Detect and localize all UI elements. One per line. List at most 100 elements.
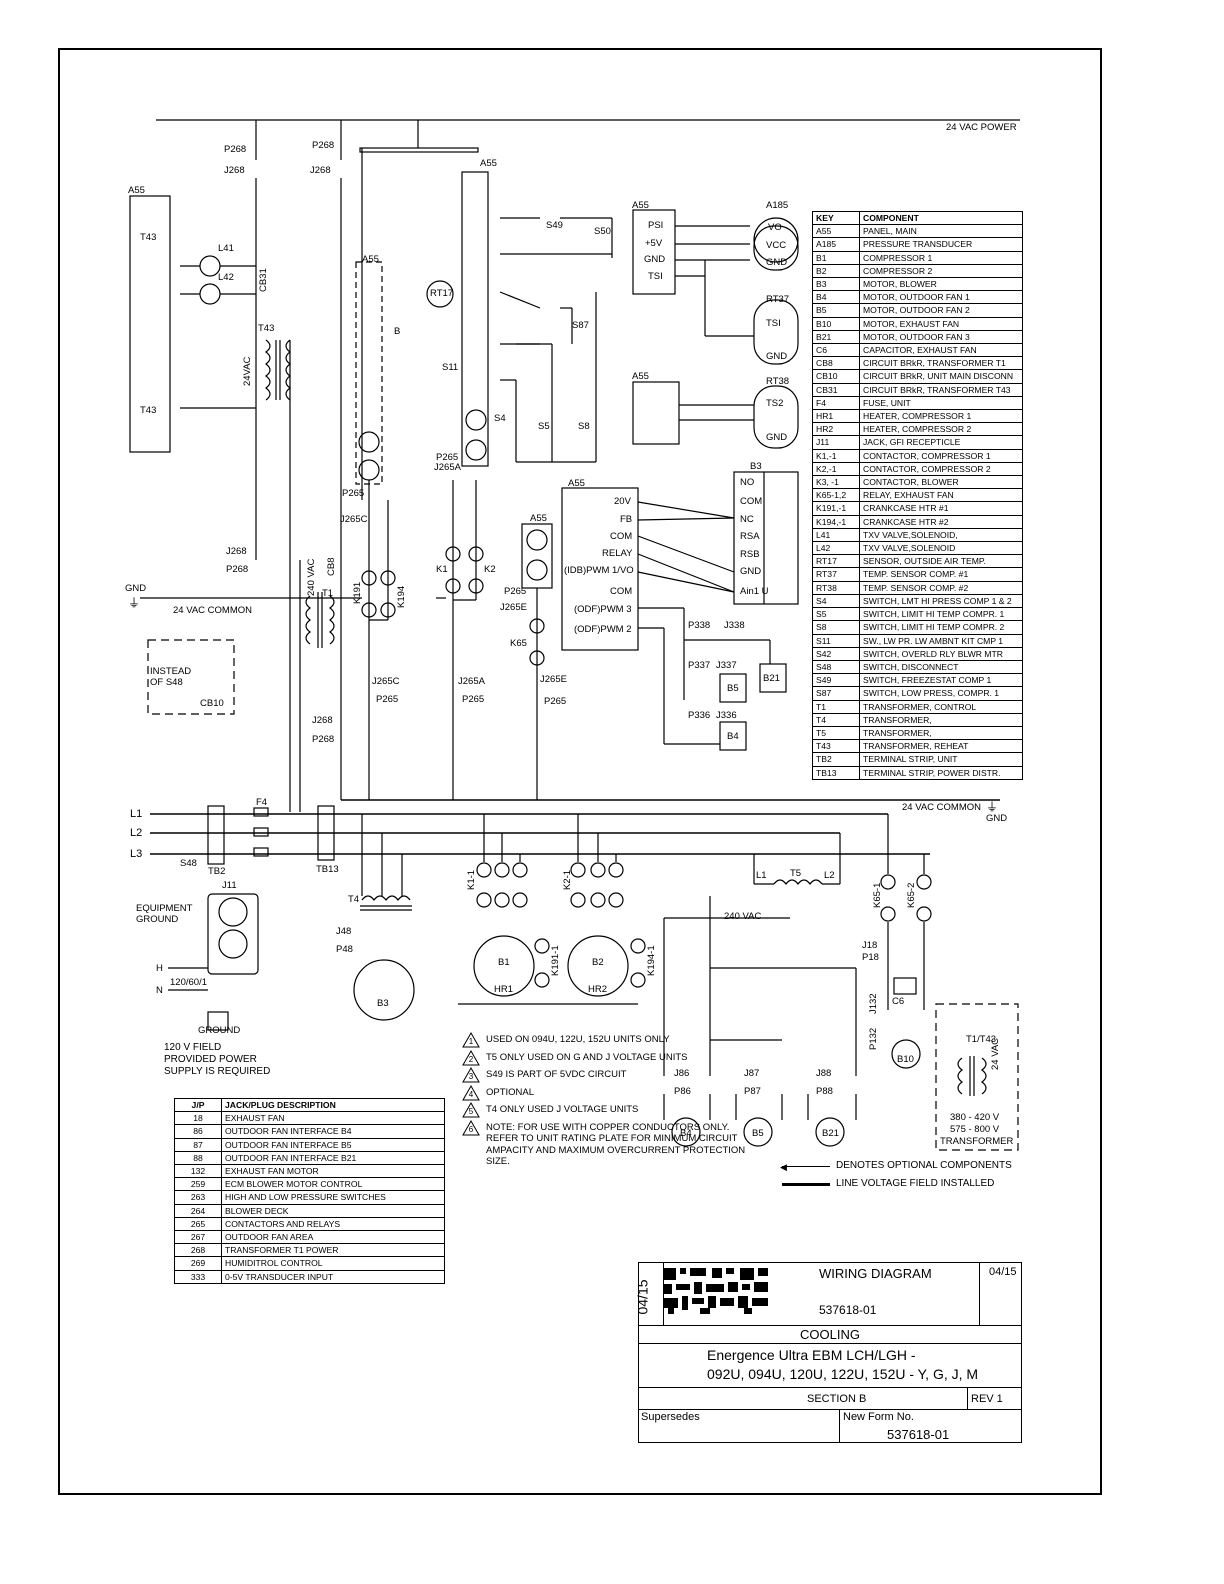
label-p265e: P265 [504, 586, 527, 597]
section-label: SECTION B [807, 1393, 867, 1405]
key-cell: A55 [812, 224, 860, 239]
ground-label: GROUND [198, 1025, 241, 1036]
label-b3-board: B3 [750, 461, 762, 472]
a55-pressure-panel [632, 209, 676, 295]
label-s8: S8 [578, 421, 590, 432]
label-a55-k65: A55 [530, 513, 547, 524]
label-c6: C6 [892, 996, 905, 1007]
label-20v: 20V [614, 496, 631, 507]
label-rt17: RT17 [430, 288, 454, 299]
label-t43a: T43 [140, 232, 157, 243]
jp-description-cell: ECM BLOWER MOTOR CONTROL [221, 1177, 445, 1192]
jp-description-cell: HUMIDITROL CONTROL [221, 1256, 445, 1271]
component-cell: PANEL, MAIN [859, 224, 1023, 239]
b3-blower-board [733, 471, 799, 605]
key-cell: T5 [812, 725, 860, 741]
component-cell: SWITCH, FREEZESTAT COMP 1 [859, 673, 1023, 688]
label-j18: J18 [862, 940, 878, 951]
key-cell: K3, -1 [812, 475, 860, 490]
jp-description-cell: EXHAUST FAN MOTOR [221, 1164, 445, 1179]
label-nc: NC [740, 514, 754, 525]
note-text: T5 ONLY USED ON G AND J VOLTAGE UNITS [486, 1051, 688, 1063]
label-p336: P336 [688, 710, 711, 721]
component-cell: COMPRESSOR 1 [859, 250, 1023, 265]
label-vac240: 240 VAC [306, 558, 317, 596]
product-line-2: 092U, 094U, 120U, 122U, 152U - Y, G, J, … [707, 1366, 979, 1382]
rotated-date-text: 04/15 [634, 1279, 651, 1315]
component-cell: TRANSFORMER, [859, 725, 1023, 741]
label-psi: PSI [648, 220, 664, 231]
label-t4: T4 [348, 894, 360, 905]
component-cell: CONTACTOR, BLOWER [859, 475, 1023, 490]
triangle-note-icon: 1 [462, 1031, 480, 1048]
component-cell: TEMP. SENSOR COMP. #1 [859, 567, 1023, 582]
supersedes-label: Supersedes [641, 1411, 700, 1423]
legend-thick-line [782, 1183, 830, 1186]
note-text: T4 ONLY USED J VOLTAGE UNITS [486, 1104, 639, 1115]
key-cell: S4 [812, 593, 860, 609]
form-number-top: 537618-01 [819, 1303, 877, 1317]
label-p338: P338 [688, 620, 711, 631]
jp-number-cell: 333 [174, 1269, 222, 1284]
label-j265e-b: J265E [540, 674, 567, 685]
label-b1: B1 [498, 957, 510, 968]
label-b21-motor: B21 [822, 1128, 839, 1139]
new-form-label: New Form No. [843, 1411, 914, 1423]
triangle-note-icon: 6 [462, 1119, 480, 1136]
component-cell: HEATER, COMPRESSOR 1 [859, 409, 1023, 424]
jp-description-cell: OUTDOOR FAN AREA [221, 1230, 445, 1245]
component-cell: SWITCH, DISCONNECT [859, 659, 1023, 675]
component-cell: SWITCH, LIMIT HI TEMP COMPR. 1 [859, 607, 1023, 622]
label-hr2: HR2 [588, 984, 608, 995]
component-cell: TXV VALVE,SOLENOID, [859, 527, 1023, 543]
component-cell: CIRCUIT BRkR, TRANSFORMER T43 [859, 382, 1023, 397]
jp-number-cell: 259 [174, 1177, 222, 1192]
key-cell: K65-1,2 [812, 488, 860, 503]
label-b21: B21 [763, 673, 780, 684]
gnd-left-label: GND [125, 583, 147, 594]
label-k65-1: K65-1 [872, 882, 883, 908]
triangle-note-icon: 5 [462, 1101, 480, 1118]
jp-number-cell: 18 [174, 1111, 222, 1126]
note-number: 6 [468, 1124, 474, 1134]
key-cell: TB13 [812, 765, 860, 780]
label-k194: K194 [396, 585, 407, 608]
label-p132: P132 [868, 1027, 879, 1050]
label-idbpwm: (IDB)PWM 1/VO [564, 565, 634, 576]
label-a55-left: A55 [128, 185, 145, 196]
label-s48: S48 [180, 858, 197, 869]
key-cell: RT38 [812, 580, 860, 595]
component-cell: JACK, GFI RECEPTICLE [859, 435, 1023, 450]
component-cell: TERMINAL STRIP, UNIT [859, 752, 1023, 767]
key-cell: T1 [812, 699, 860, 714]
arrow-left-icon: ◀ [780, 1162, 787, 1172]
n-label: N [156, 985, 163, 996]
label-p88: P88 [816, 1086, 833, 1097]
jp-number-cell: 87 [174, 1137, 222, 1152]
key-cell: K191,-1 [812, 501, 860, 516]
note-text: S49 IS PART OF 5VDC CIRCUIT [486, 1069, 627, 1080]
